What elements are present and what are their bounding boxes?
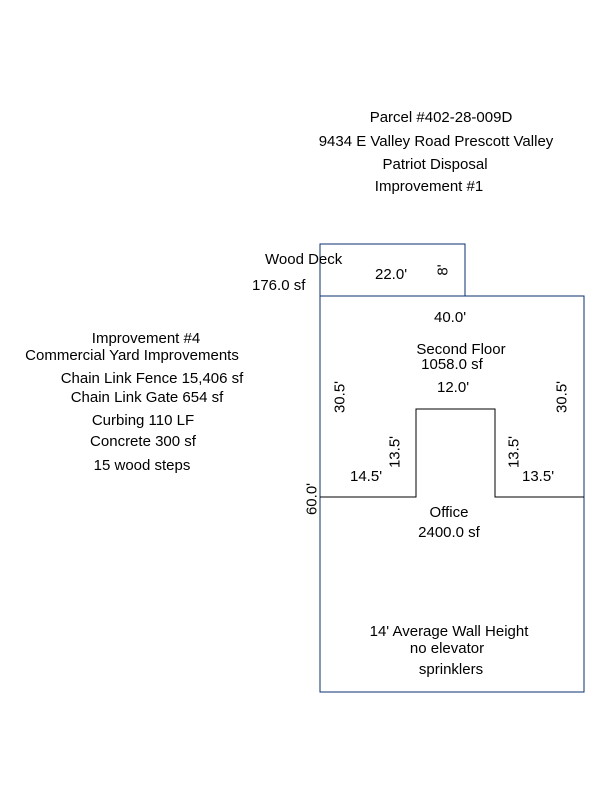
- second-floor-label: Second Floor: [416, 341, 506, 358]
- wood-deck-area: 176.0 sf: [252, 277, 306, 294]
- second-floor-area: 1058.0 sf: [421, 356, 483, 373]
- parcel-number: Parcel #402-28-009D: [369, 109, 513, 126]
- improvement-4-subtitle: Commercial Yard Improvements: [25, 347, 239, 364]
- right-height-dimension: 30.5': [553, 380, 571, 414]
- property-address: 9434 E Valley Road Prescott Valley: [318, 133, 554, 150]
- sprinklers-note: sprinklers: [418, 661, 484, 678]
- improvement-1-label: Improvement #1: [374, 178, 484, 195]
- yard-item: Concrete 300 sf: [90, 433, 196, 450]
- right-ledge-dimension: 13.5': [522, 468, 555, 485]
- yard-item: Curbing 110 LF: [91, 412, 195, 429]
- notch-width-dimension: 12.0': [437, 379, 470, 396]
- office-area: 2400.0 sf: [418, 524, 480, 541]
- left-ledge-dimension: 14.5': [350, 468, 383, 485]
- building-outline: [319, 295, 585, 693]
- yard-item: Chain Link Fence 15,406 sf: [60, 370, 244, 387]
- improvement-4-title: Improvement #4: [91, 330, 201, 347]
- yard-item: 15 wood steps: [93, 457, 191, 474]
- top-width-dimension: 40.0': [434, 309, 467, 326]
- second-floor-boundary: [320, 408, 584, 498]
- elevator-note: no elevator: [409, 640, 485, 657]
- yard-item: Chain Link Gate 654 sf: [70, 389, 224, 406]
- wood-deck-width: 22.0': [375, 266, 408, 283]
- notch-left-height: 13.5': [386, 435, 404, 469]
- wood-deck-label: Wood Deck: [265, 251, 343, 268]
- owner-name: Patriot Disposal: [382, 156, 488, 173]
- office-height-dimension: 60.0': [303, 482, 321, 516]
- wall-height-note: 14' Average Wall Height: [369, 623, 529, 640]
- wood-deck-depth: 8': [434, 264, 452, 276]
- office-label: Office: [429, 504, 469, 521]
- notch-right-height: 13.5': [505, 435, 523, 469]
- left-height-dimension: 30.5': [331, 380, 349, 414]
